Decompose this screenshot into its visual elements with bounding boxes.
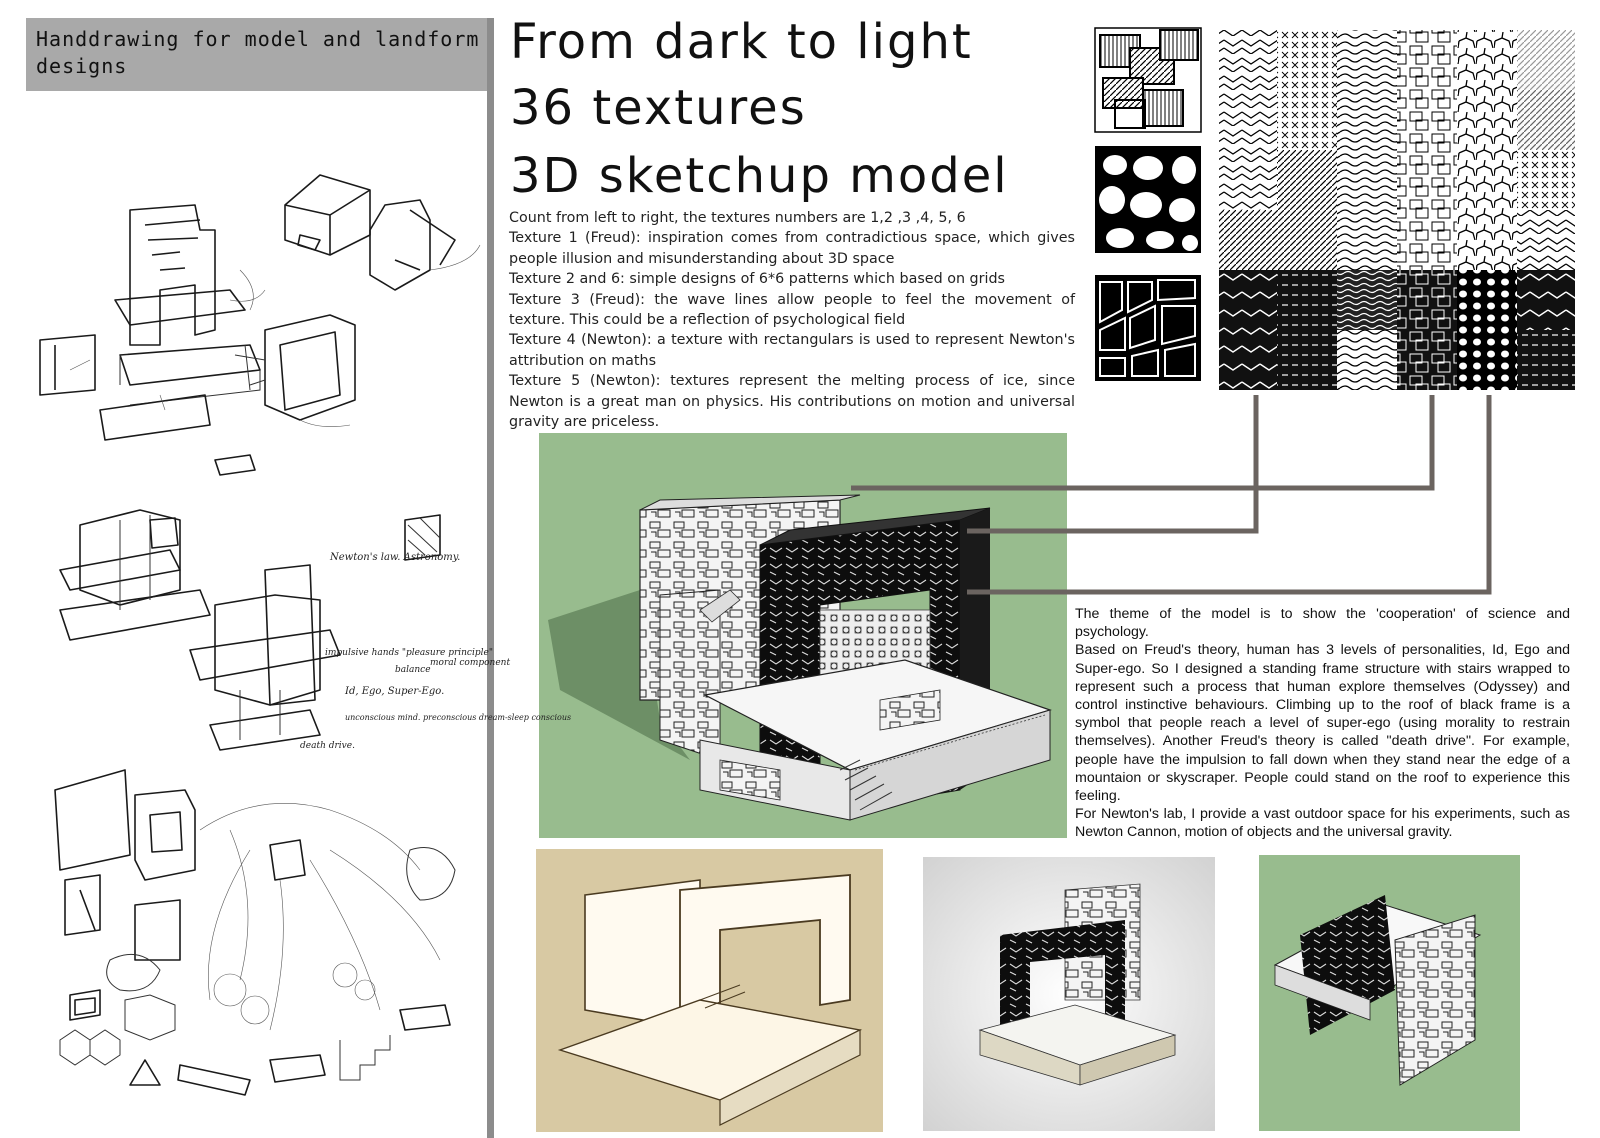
hand-sketches: Newton's law. Astronomy. impulsive hands… [39,174,571,1096]
desc-line: Texture 1 (Freud): inspiration comes fro… [509,230,1075,267]
render-green-style [1259,855,1520,1131]
texture-description: Count from left to right, the textures n… [509,208,1075,432]
theme-description: The theme of the model is to show the 'c… [1075,605,1570,842]
texture-connectors [851,395,1492,595]
header-panel: Handdrawing for model and landform desig… [26,18,492,91]
theme-paragraph: The theme of the model is to show the 'c… [1075,606,1570,641]
theme-paragraph: For Newton's lab, I provide a vast outdo… [1075,806,1570,841]
theme-paragraph: Based on Freud's theory, human has 3 lev… [1075,642,1570,805]
desc-line: Texture 2 and 6: simple designs of 6*6 p… [509,271,1006,288]
note-newton: Newton's law. Astronomy. [329,552,460,563]
sketch-annotations: Newton's law. Astronomy. impulsive hands… [300,552,571,751]
note-unconscious: unconscious mind. preconscious dream-sle… [345,713,571,722]
texture-tile-4 [1095,275,1201,381]
title-line-1: From dark to light [510,14,973,70]
sketch-bottom [54,769,456,1096]
main-model-render [539,433,1067,838]
note-balance: balance [395,665,431,675]
desc-line: Count from left to right, the textures n… [509,210,966,226]
sketch-top-right [234,174,481,427]
title-line-3: 3D sketchup model [510,148,1009,204]
texture-tile-5 [1095,146,1201,253]
render-sketch-style [536,849,883,1132]
desc-line: Texture 5 (Newton): textures represent t… [509,373,1075,431]
texture-grid [1219,30,1575,390]
header-label: Handdrawing for model and landform desig… [36,27,480,78]
texture-tile-1 [1094,27,1202,133]
desc-line: Texture 4 (Newton): a texture with recta… [509,332,1075,369]
sketch-top-left [39,204,266,476]
note-death-drive: death drive. [300,741,355,751]
note-moral: moral component [430,658,510,668]
render-grey-style [923,857,1215,1131]
note-id-ego: Id, Ego, Super-Ego. [344,686,444,697]
vertical-divider [487,18,494,1138]
sketch-middle [59,509,441,751]
note-impulsive: impulsive hands "pleasure principle" [325,648,493,658]
title-line-2: 36 textures [510,80,807,136]
desc-line: Texture 3 (Freud): the wave lines allow … [509,291,1075,329]
